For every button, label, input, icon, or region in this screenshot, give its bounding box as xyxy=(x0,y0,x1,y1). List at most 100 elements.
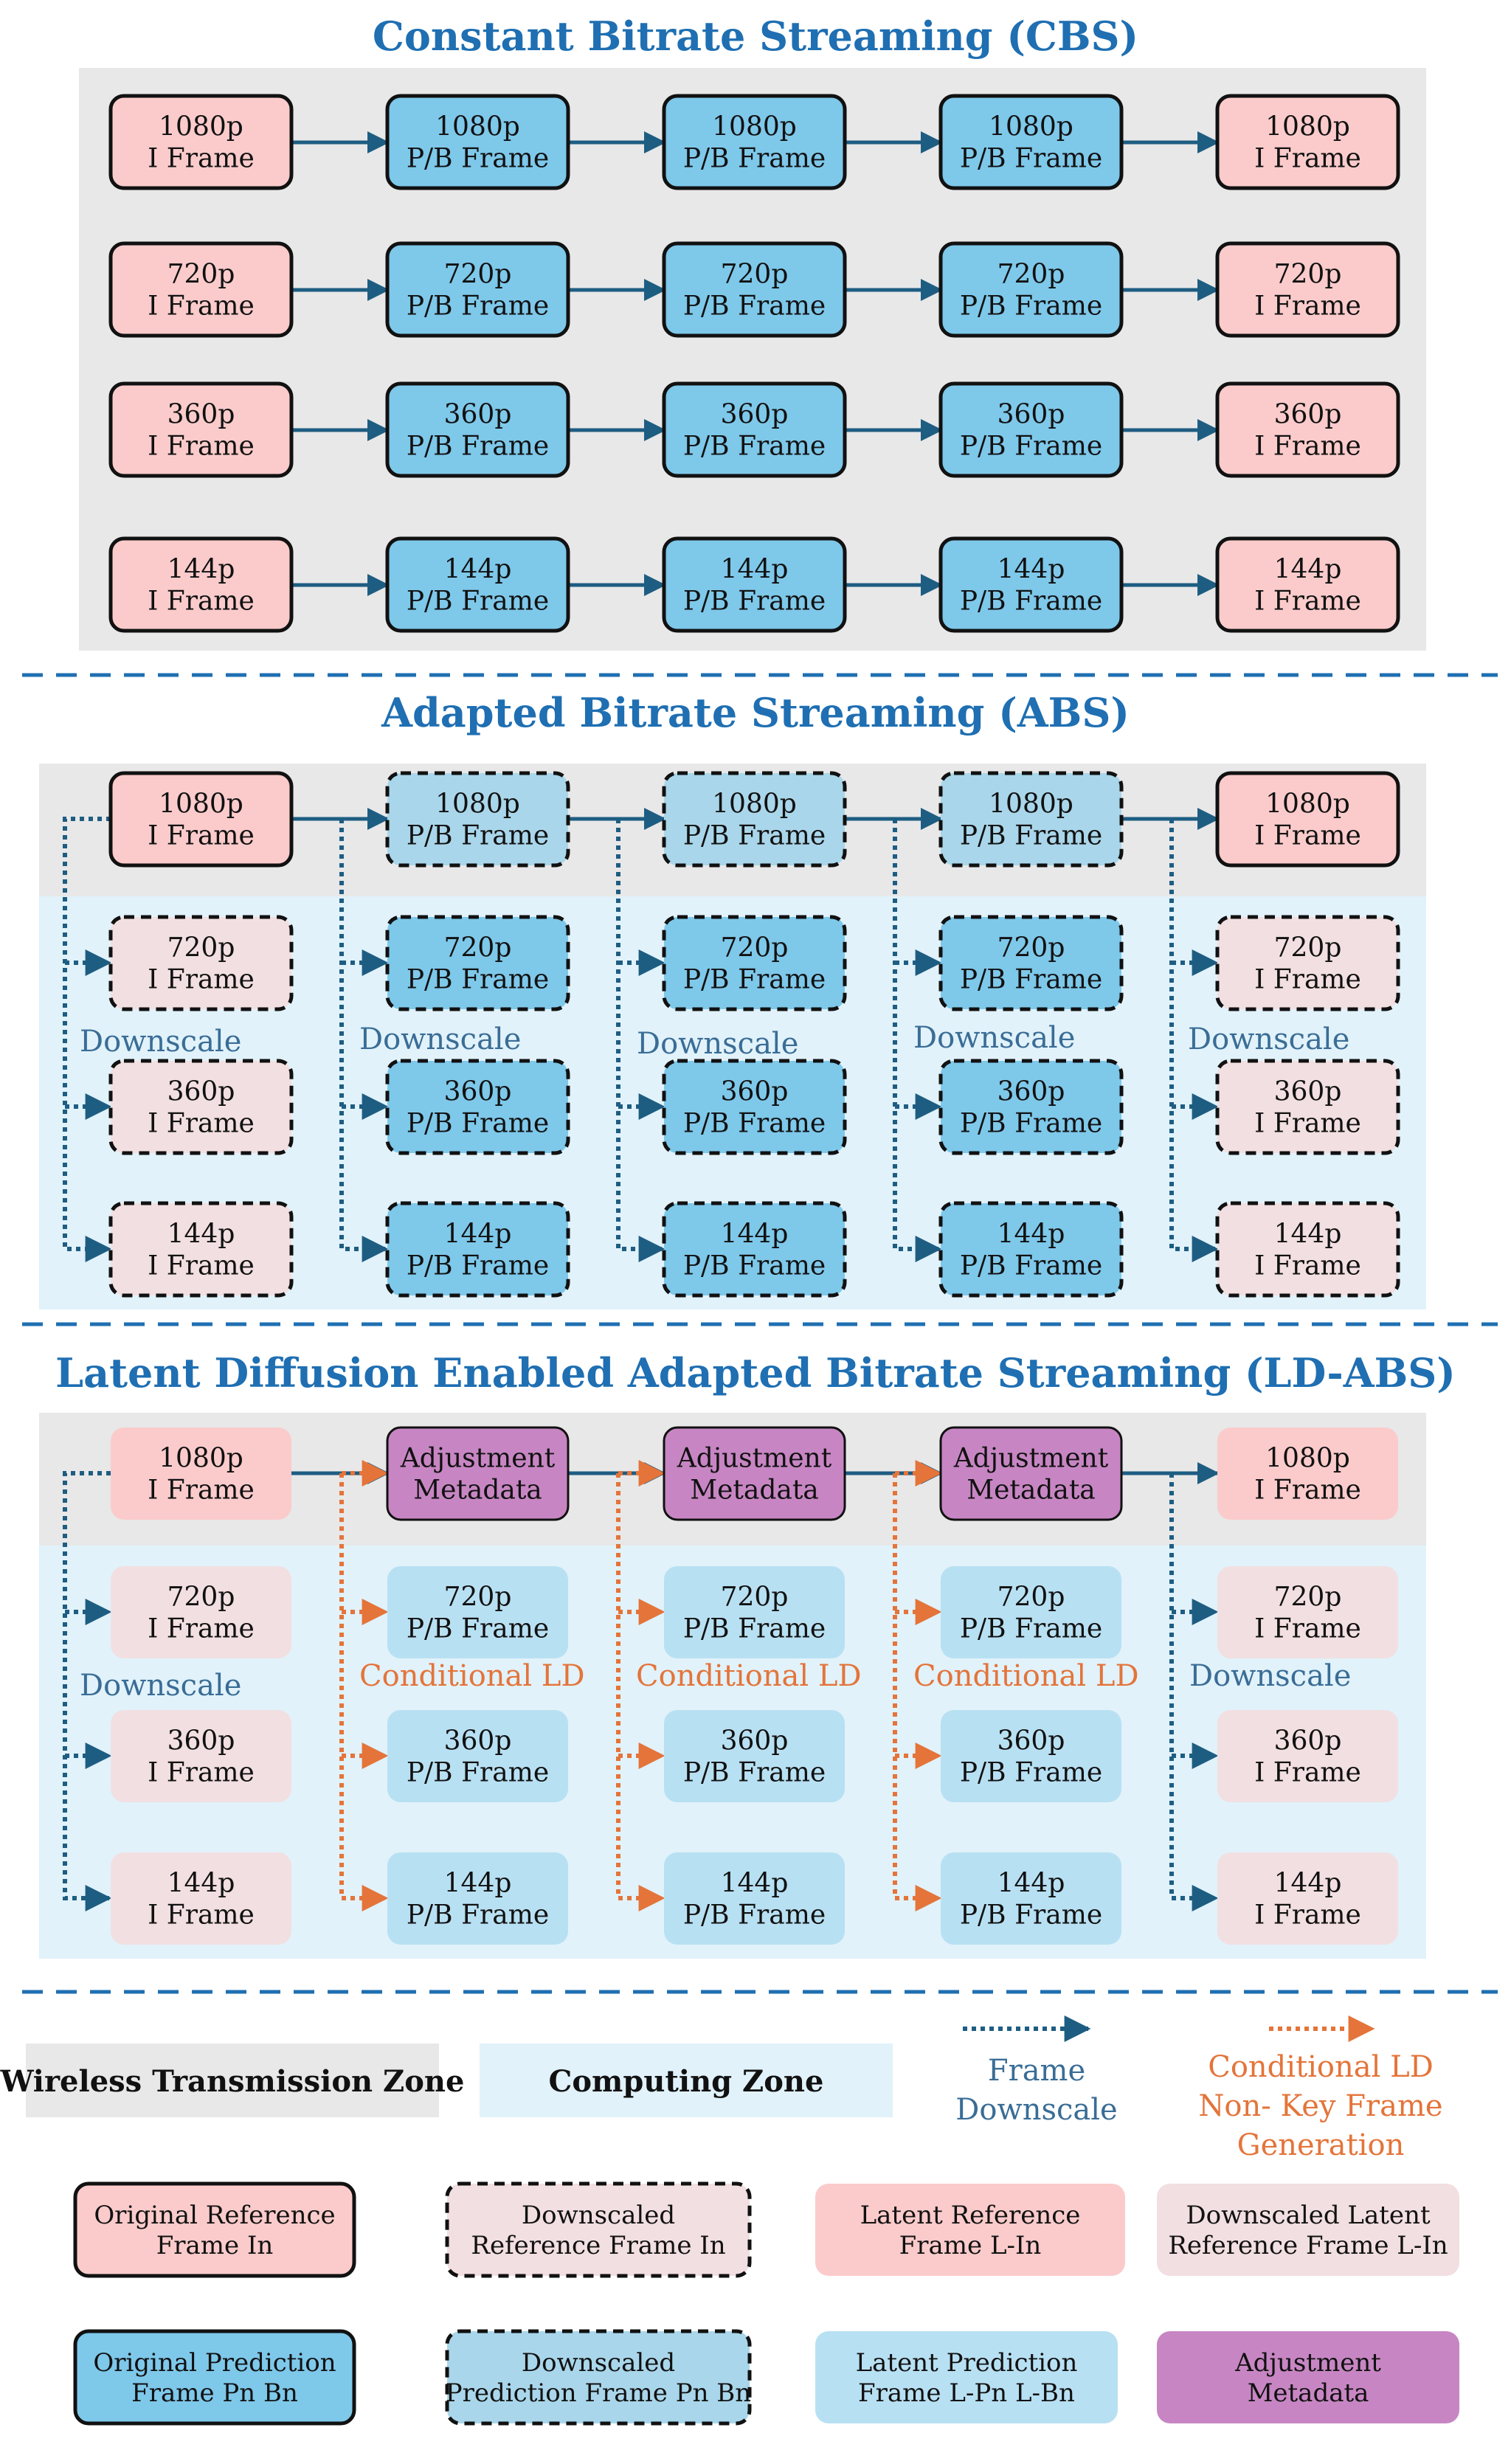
abs-downscale-label-5: Downscale xyxy=(1188,1022,1349,1056)
abs-frame-r2-c2-line-1: 720p xyxy=(444,933,512,963)
ldabs-frame-r4-c5-line-2: I Frame xyxy=(1254,1900,1361,1931)
cbs-frame-r2-c1-box xyxy=(108,241,294,338)
abs-frame-r2-c1-line-2: I Frame xyxy=(148,965,255,995)
cbs-frame-r3-c1-line-2: I Frame xyxy=(148,432,255,462)
cbs-title: Constant Bitrate Streaming (CBS) xyxy=(373,13,1138,60)
cbs-arrows xyxy=(291,131,1220,596)
ldabs-downscale-label-2: Downscale xyxy=(1189,1659,1351,1693)
cbs-frame-r3-c4-line-1: 360p xyxy=(997,400,1065,430)
ldabs-frame-r3-c4-box xyxy=(941,1710,1121,1802)
legend-box-3-line-2: Frame L-In xyxy=(899,2231,1042,2260)
cbs-frame-r1-c2-line-1: 1080p xyxy=(435,112,520,142)
legend-box-8-line-1: Adjustment xyxy=(1234,2348,1381,2378)
ldabs-frame-r3-c1-line-2: I Frame xyxy=(148,1758,255,1788)
ldabs-conditional-label-1: Conditional LD xyxy=(359,1659,585,1693)
ldabs-frame-r2-c4-line-1: 720p xyxy=(997,1582,1065,1613)
cbs-frame-r2-c5-line-2: I Frame xyxy=(1254,291,1361,322)
abs-downscale-arrows xyxy=(63,817,1219,1262)
cbs-frame-r1-c4-line-1: 1080p xyxy=(989,112,1073,142)
abs-frame-r1-c3-line-1: 1080p xyxy=(712,789,797,820)
ldabs-frame-r2-c2-line-1: 720p xyxy=(444,1582,512,1613)
cbs-frame-r1-c3-box xyxy=(662,94,847,190)
legend-box-4-box xyxy=(1157,2184,1459,2276)
abs-frame-r3-c3-line-1: 360p xyxy=(721,1077,789,1107)
ldabs-frame-r4-c5-line-1: 144p xyxy=(1274,1869,1342,1899)
cbs-frame-r3-c3-line-1: 360p xyxy=(721,400,789,430)
ldabs-frame-r3-c2-line-2: P/B Frame xyxy=(407,1758,549,1788)
abs-downscale-label-1: Downscale xyxy=(80,1025,241,1059)
ldabs-frame-r2-c1-line-1: 720p xyxy=(167,1582,235,1613)
ldabs-frame-r4-c3-line-1: 144p xyxy=(721,1869,789,1899)
ldabs-frame-r4-c2-line-1: 144p xyxy=(444,1869,512,1899)
ldabs-frame-r4-c5-box xyxy=(1217,1852,1398,1945)
abs-frame-r3-c3-line-2: P/B Frame xyxy=(683,1109,826,1139)
ldabs-frame-r4-c2-line-2: P/B Frame xyxy=(407,1900,549,1931)
ldabs-downscale-label-1: Downscale xyxy=(80,1669,241,1703)
ldabs-labels: Downscale Conditional LD Conditional LD … xyxy=(80,1659,1351,1703)
abs-frame-r4-c4-box xyxy=(938,1201,1124,1298)
cbs-frame-r4-c1-line-1: 144p xyxy=(167,555,235,585)
abs-downscale-label-4: Downscale xyxy=(913,1021,1075,1055)
legend-box-2-box xyxy=(445,2181,752,2278)
ldabs-frame-r3-c1-box xyxy=(111,1710,291,1802)
abs-frame-r4-c2-line-2: P/B Frame xyxy=(407,1251,549,1281)
abs-frame-r1-c4-line-2: P/B Frame xyxy=(960,821,1102,851)
ldabs-frame-r3-c2-line-1: 360p xyxy=(444,1726,512,1757)
ldabs-frame-r4-c4-box xyxy=(941,1852,1121,1945)
legend-conditional-label-3: Generation xyxy=(1237,2128,1405,2162)
cbs-frame-r1-c3-line-2: P/B Frame xyxy=(683,144,826,174)
legend-downscale-label-2: Downscale xyxy=(955,2093,1117,2127)
abs-frame-r2-c5-line-2: I Frame xyxy=(1254,965,1361,995)
cbs-frame-r4-c4-line-1: 144p xyxy=(997,555,1065,585)
cbs-frame-r2-c2-box xyxy=(385,241,570,338)
legend-box-1-box xyxy=(73,2181,356,2278)
ldabs-frame-r2-c5-line-2: I Frame xyxy=(1254,1614,1361,1644)
cbs-frame-r3-c1-line-1: 360p xyxy=(167,400,235,430)
cbs-frame-r2-c3-line-1: 720p xyxy=(721,260,789,290)
abs-frame-r1-c2-box xyxy=(385,771,570,868)
legend-box-3-line-1: Latent Reference xyxy=(860,2201,1081,2230)
ldabs-frame-r1-c1-line-2: I Frame xyxy=(148,1475,255,1506)
cbs-frame-r3-c1-box xyxy=(108,381,294,478)
ldabs-frame-r4-c1-box xyxy=(111,1852,291,1945)
abs-frame-r3-c5-line-1: 360p xyxy=(1274,1077,1342,1107)
legend-box-4-line-1: Downscaled Latent xyxy=(1186,2201,1431,2230)
abs-frame-r4-c5-line-2: I Frame xyxy=(1254,1251,1361,1281)
cbs-frame-r3-c4-box xyxy=(938,381,1124,478)
abs-frame-r3-c1-line-2: I Frame xyxy=(148,1109,255,1139)
cbs-frame-r3-c4-line-2: P/B Frame xyxy=(960,432,1102,462)
abs-frame-r4-c2-line-1: 144p xyxy=(444,1219,512,1250)
abs-frame-r1-c5-box xyxy=(1215,771,1400,868)
cbs-frame-r4-c4-line-2: P/B Frame xyxy=(960,586,1102,617)
legend-box-6-box xyxy=(445,2329,752,2426)
